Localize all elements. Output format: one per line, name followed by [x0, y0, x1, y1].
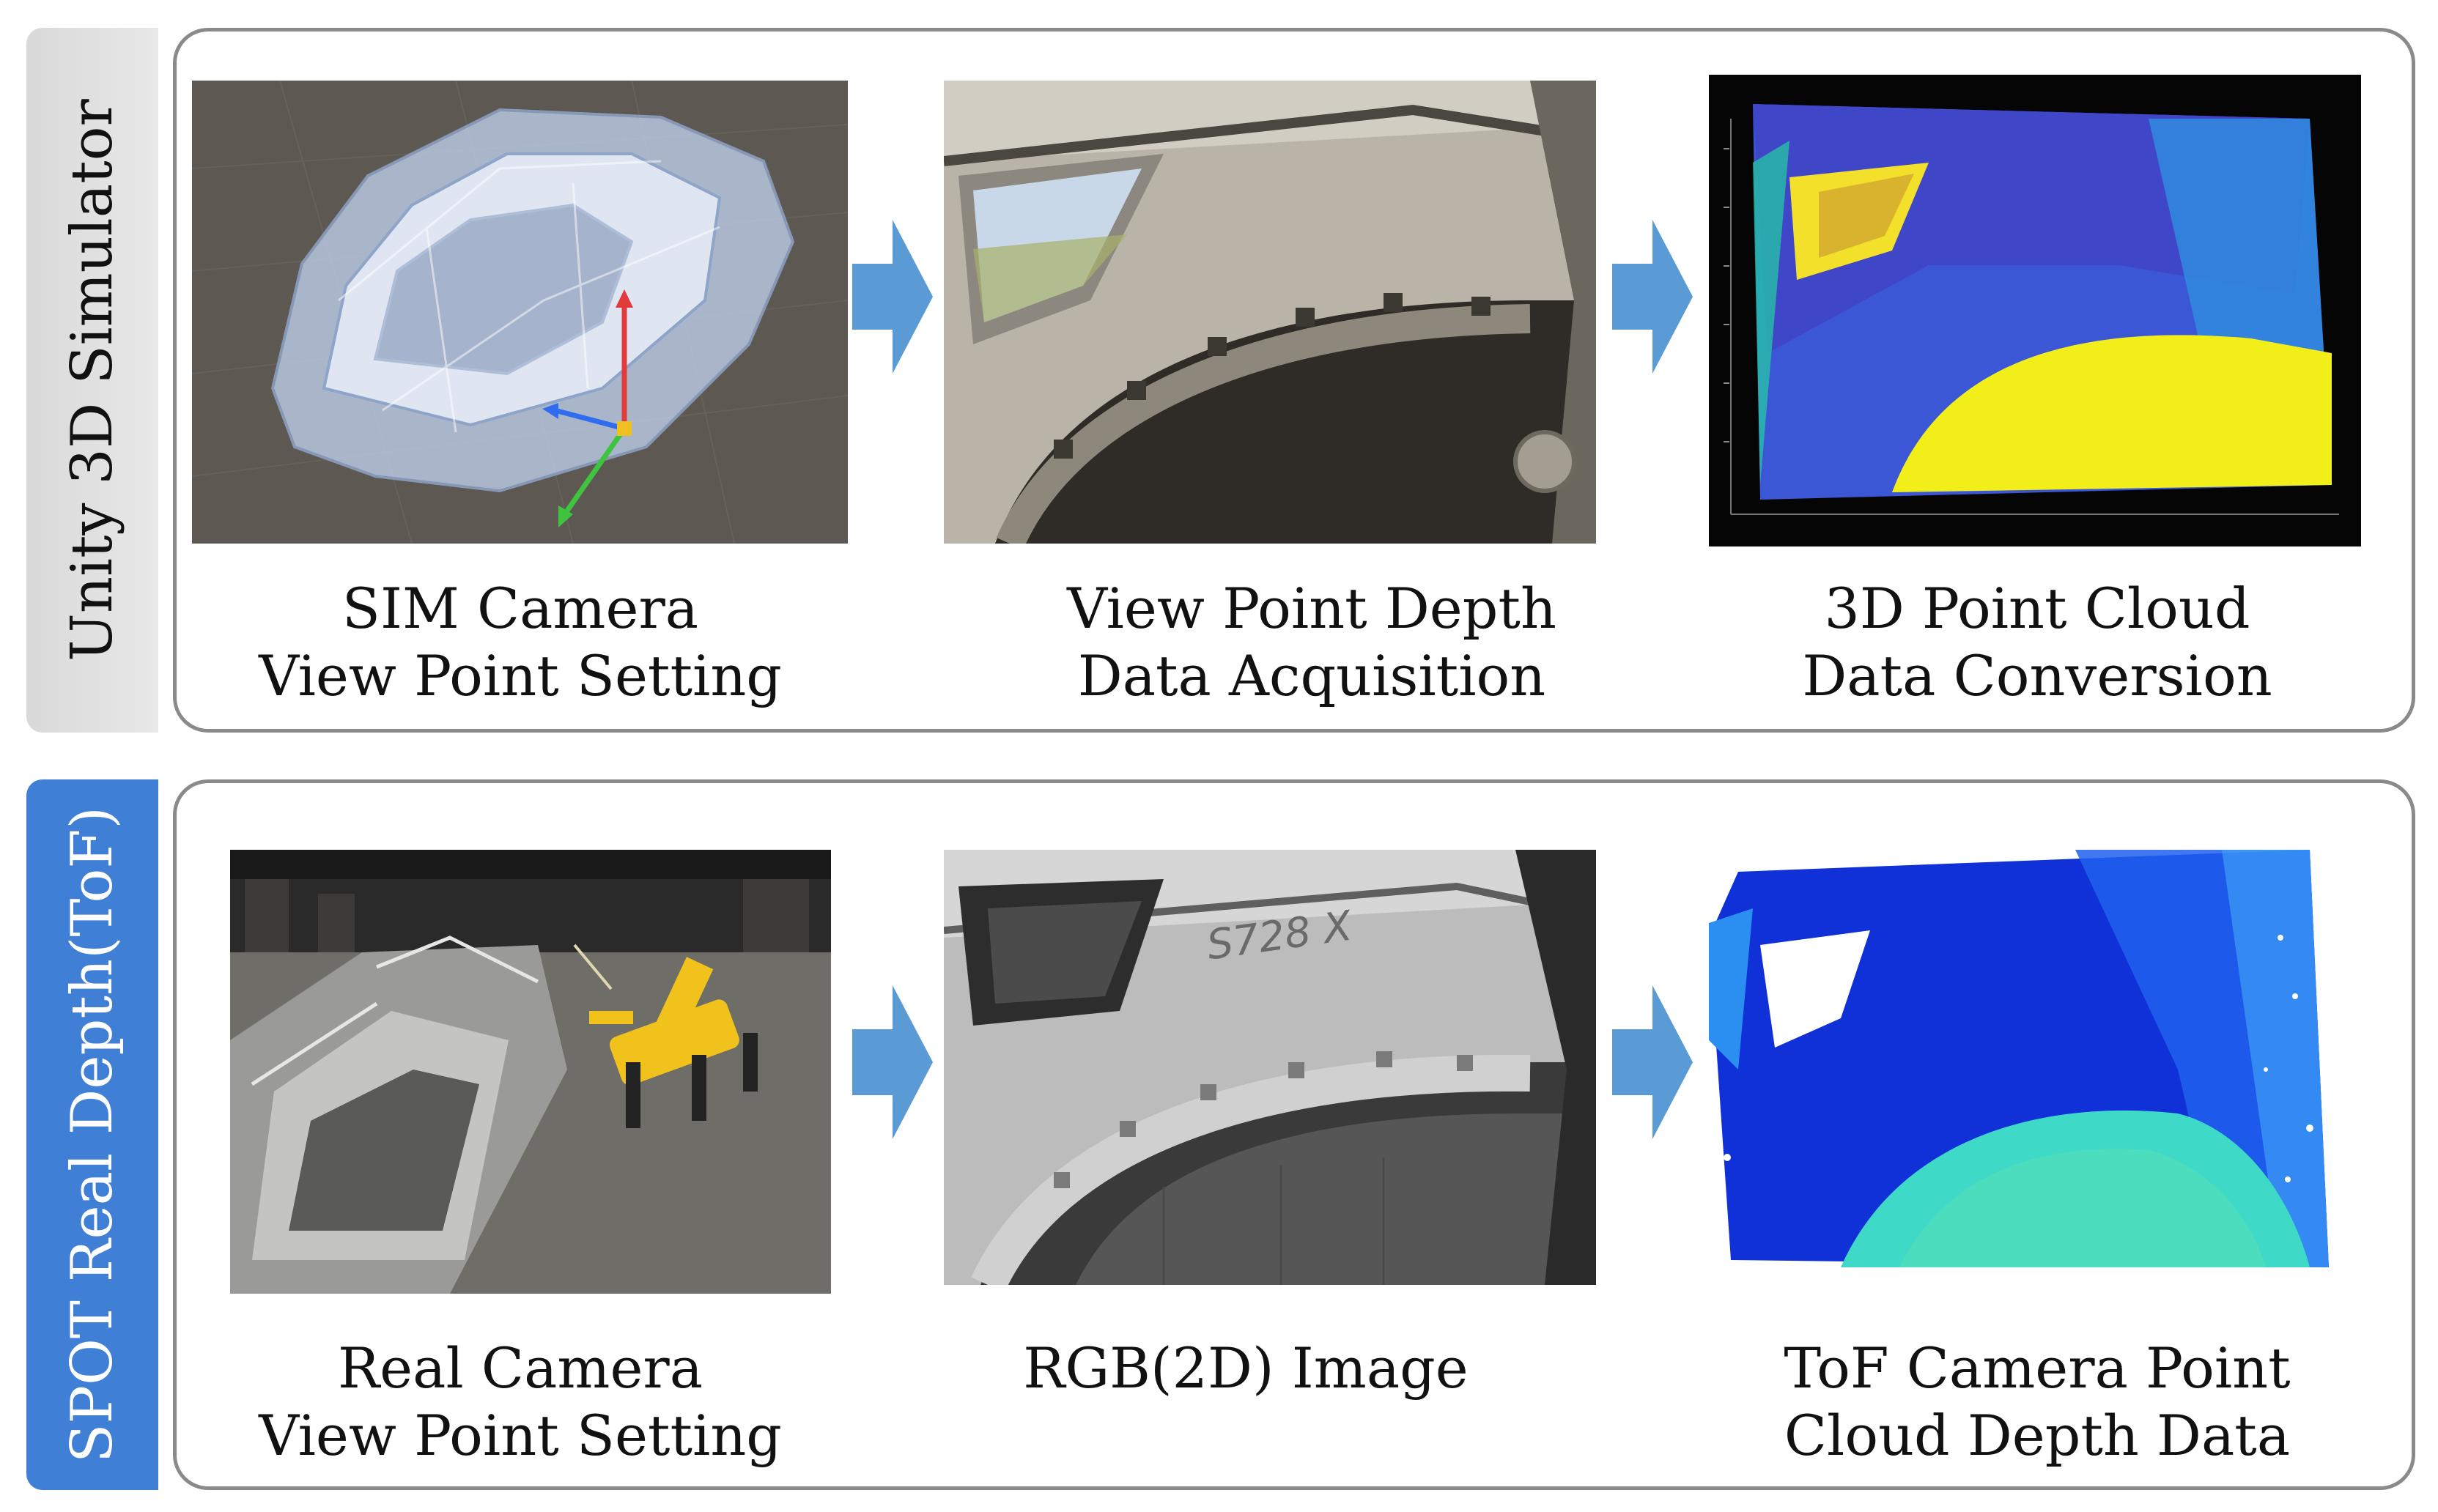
sim-camera-render-image	[192, 81, 848, 544]
right-arrow-icon	[852, 985, 933, 1139]
depth-acquisition-caption: View Point Depth Data Acquisition	[1067, 576, 1556, 708]
spot-real-depth-label: SPOT Real Depth(ToF)	[59, 807, 125, 1463]
row-label-spot-real-depth: SPOT Real Depth(ToF)	[26, 779, 158, 1490]
real-camera-caption: Real Camera View Point Setting	[259, 1335, 782, 1468]
rgb-2d-image: S728 X	[944, 850, 1596, 1285]
viewpoint-depth-render-image	[944, 81, 1596, 544]
rgb-image-caption: RGB(2D) Image	[1023, 1335, 1469, 1401]
right-arrow-icon	[1612, 985, 1693, 1139]
real-camera-photo-image	[230, 850, 831, 1294]
row-label-unity-simulator: Unity 3D Simulator	[26, 28, 158, 733]
unity-simulator-label: Unity 3D Simulator	[59, 99, 125, 662]
tof-depth-map-image	[1709, 850, 2329, 1267]
point-cloud-conversion-caption: 3D Point Cloud Data Conversion	[1802, 576, 2272, 708]
point-cloud-plot-image	[1709, 75, 2361, 546]
right-arrow-icon	[852, 220, 933, 374]
sim-camera-caption: SIM Camera View Point Setting	[259, 576, 782, 708]
tof-depth-caption: ToF Camera Point Cloud Depth Data	[1784, 1335, 2291, 1468]
right-arrow-icon	[1612, 220, 1693, 374]
